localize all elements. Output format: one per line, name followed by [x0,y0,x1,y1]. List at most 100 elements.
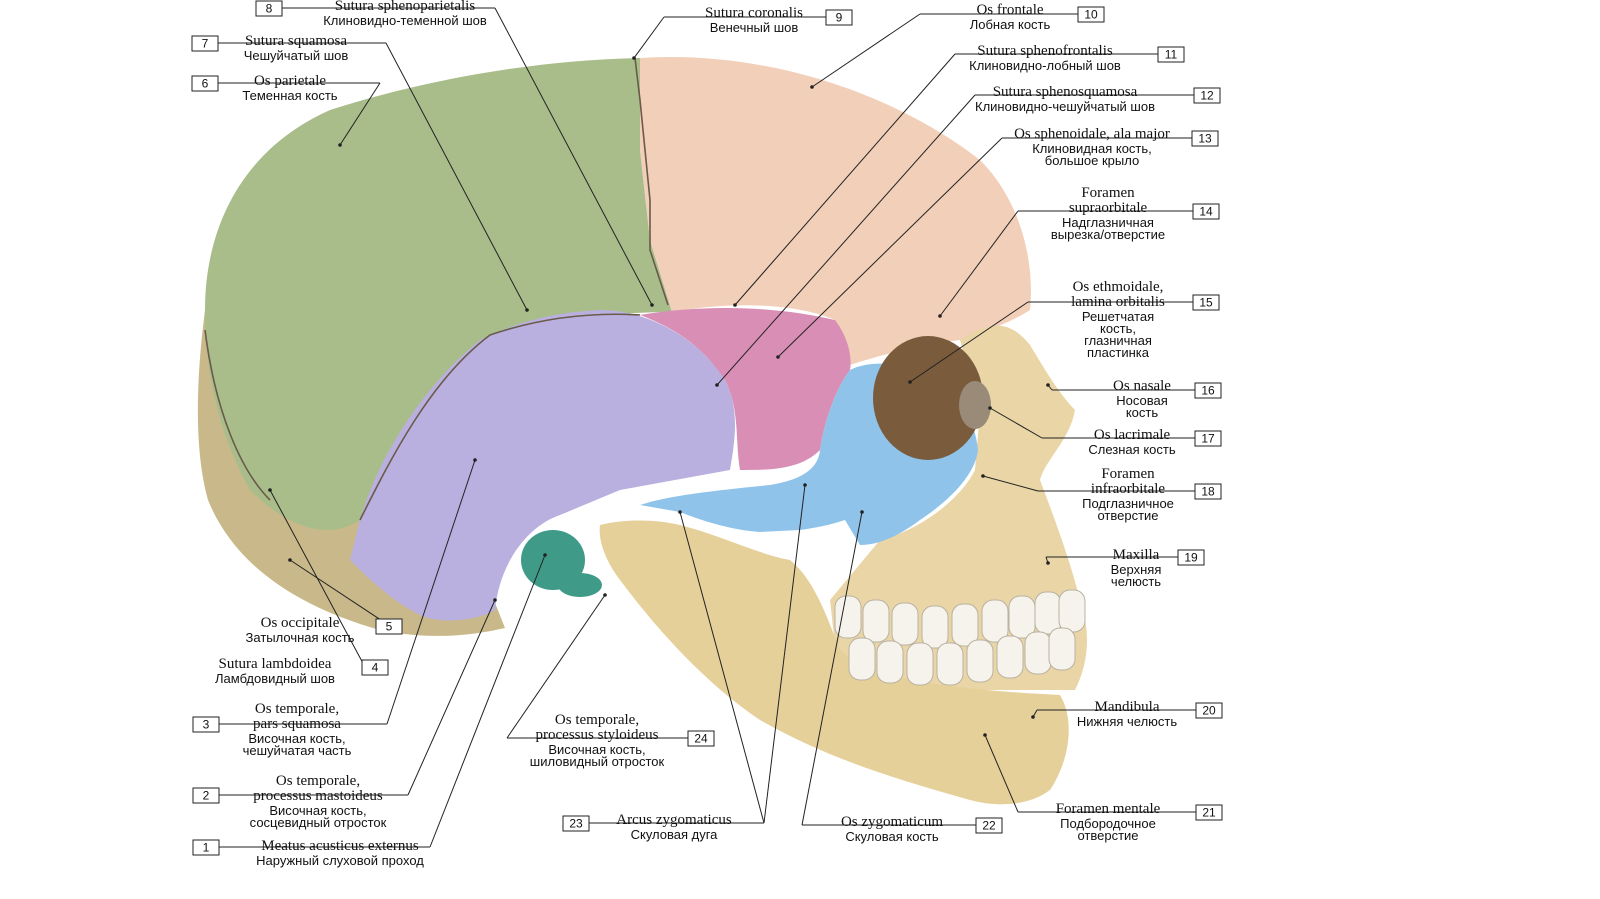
label-russian: Затылочная кость [246,630,355,645]
leader-dot [1046,561,1050,565]
lacrimal-bone [959,381,991,429]
mandible [599,520,1069,805]
label-latin: Mandibula [1095,699,1160,715]
label-number: 5 [386,620,393,634]
label-russian: пластинка [1087,345,1150,360]
tooth [906,642,934,686]
label-number-box [255,0,283,17]
label-latin: processus styloideus [536,727,659,743]
label-number: 10 [1084,8,1098,22]
label-latin: infraorbitale [1091,481,1165,497]
tooth [921,605,949,649]
label-number-box [1191,130,1219,147]
leader-line [716,94,976,386]
leader-dot [603,593,607,597]
lambdoid-suture [204,329,271,501]
label-number-box [825,9,853,26]
label-number-box [191,35,219,52]
leader-line [407,599,496,796]
squamous-suture [359,313,641,521]
label-russian: Клиновидно-теменной шов [323,13,487,28]
label-russian: Носовая [1116,393,1168,408]
label-russian: Ламбдовидный шов [215,671,335,686]
leader-dot [1046,383,1050,387]
label-russian: кость [1126,405,1159,420]
label-latin: Sutura lambdoidea [219,656,332,672]
leader-dot [981,474,985,478]
label-number-box [1195,702,1223,719]
label-latin: Sutura sphenofrontalis [977,43,1113,59]
label-russian: Наружный слуховой проход [256,853,424,868]
leader-dot [715,383,719,387]
label-number: 9 [836,11,843,25]
leader-lines [218,7,1196,848]
label-15: Os ethmoidale,lamina orbitalisРешетчатая… [1071,279,1220,360]
leader-dot [860,510,864,514]
tooth [1048,627,1076,671]
tooth [876,640,904,684]
label-number: 20 [1202,704,1216,718]
label-number-box [562,815,590,832]
label-latin: Os temporale, [276,773,360,789]
leader-line [506,594,606,739]
label-number-box [192,839,220,856]
label-number-box [1193,87,1221,104]
label-russian: Клиновидная кость, [1032,141,1152,156]
label-number-box [1194,382,1222,399]
label-russian: большое крыло [1045,153,1139,168]
label-latin: Maxilla [1113,547,1160,563]
label-12: Sutura sphenosquamosaКлиновидно-чешуйчат… [975,84,1221,114]
label-russian: челюсть [1111,574,1161,589]
label-2: Os temporale,processus mastoideusВисочна… [192,773,387,830]
leader-dot [1031,715,1035,719]
label-number-box [1192,203,1220,220]
coronal-suture [634,57,669,306]
leader-line [989,407,1043,439]
label-russian: Слезная кость [1088,442,1175,457]
label-latin: Arcus zygomaticus [616,812,732,828]
label-russian: Решетчатая [1082,309,1154,324]
label-number-box [1195,804,1223,821]
leader-line [982,475,1039,492]
label-latin: Os sphenoidale, ala major [1014,126,1170,142]
leader-line [939,210,1019,317]
leader-line [386,459,476,725]
label-russian: чешуйчатая часть [243,743,352,758]
label-number-box [1077,6,1105,23]
label-russian: Верхняя [1111,562,1162,577]
label-russian: Клиновидно-лобный шов [969,58,1121,73]
label-latin: Os temporale, [555,712,639,728]
label-number: 4 [372,661,379,675]
label-latin: processus mastoideus [253,788,383,804]
label-number-box [1192,294,1220,311]
leader-dot [288,558,292,562]
label-number-box [361,659,389,676]
leader-line [909,301,1029,383]
label-number: 2 [203,789,210,803]
label-russian: вырезка/отверстие [1051,227,1165,242]
tooth [834,595,862,639]
label-russian: Скуловая дуга [631,827,719,842]
leader-line [734,53,956,306]
label-number: 8 [266,2,273,16]
label-latin: Os temporale, [255,701,339,717]
label-number: 12 [1200,89,1214,103]
label-number: 24 [694,732,708,746]
label-russian: глазничная [1084,333,1152,348]
label-latin: Os occipitale [261,615,340,631]
leader-line [385,42,528,311]
label-11: Sutura sphenofrontalisКлиновидно-лобный … [969,43,1185,73]
label-18: ForameninfraorbitaleПодглазничноеотверст… [1082,466,1222,523]
label-russian: Теменная кость [242,88,337,103]
label-number-box [1194,430,1222,447]
label-number-box [687,730,715,747]
label-latin: Foramen [1081,185,1135,201]
label-number: 11 [1165,48,1178,62]
leader-dot [268,488,272,492]
teeth [834,589,1086,686]
